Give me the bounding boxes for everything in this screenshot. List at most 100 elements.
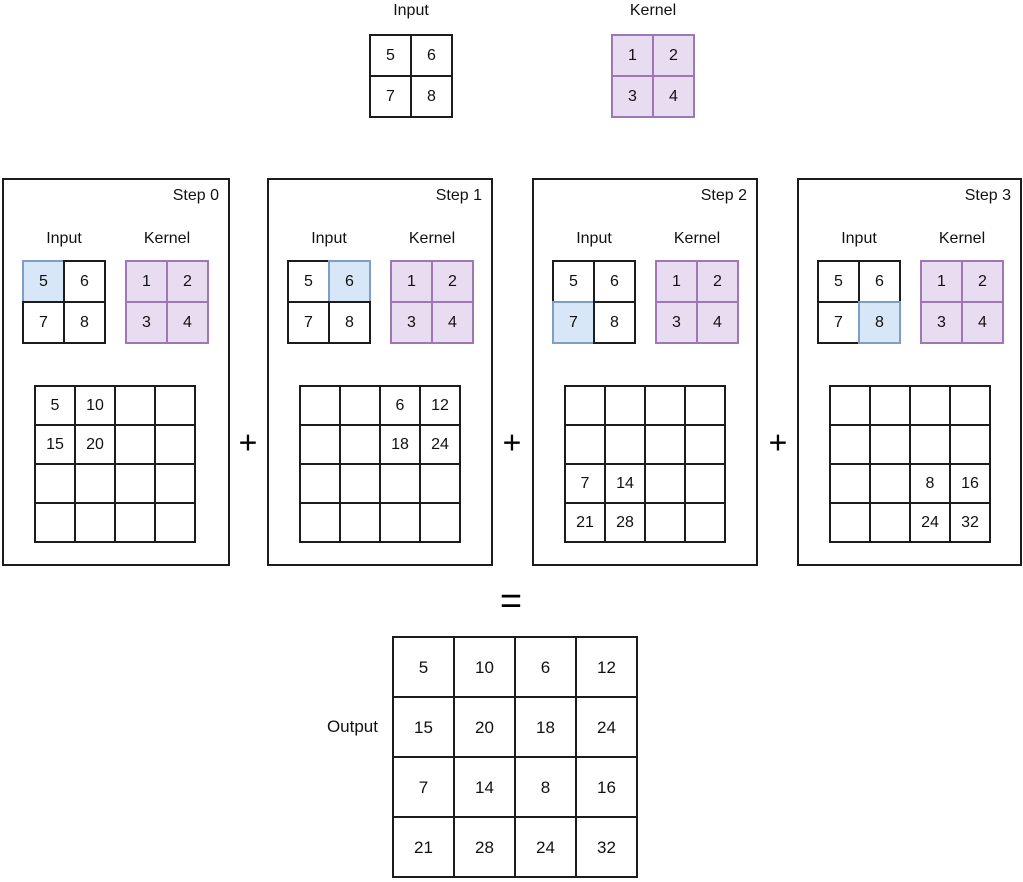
step-2-input-label: Input	[576, 230, 612, 247]
cell-r2c0	[299, 463, 341, 504]
cell-r3c3: 32	[575, 816, 638, 878]
cell-r1c0: 7	[552, 301, 595, 344]
cell-r1c3: 24	[575, 696, 638, 758]
plus-operator-3: +	[768, 424, 788, 461]
matrix-row	[299, 502, 461, 543]
cell-r3c3	[419, 502, 461, 543]
cell-r2c1	[339, 463, 381, 504]
cell-r1c1	[339, 424, 381, 465]
cell-r3c2: 24	[514, 816, 577, 878]
cell-r1c1: 8	[858, 301, 901, 344]
cell-r2c3	[154, 463, 196, 504]
cell-r1c1: 8	[410, 75, 453, 118]
cell-r3c0	[299, 502, 341, 543]
cell-r0c3: 12	[575, 636, 638, 698]
cell-r0c1: 2	[431, 260, 474, 303]
cell-r0c0: 1	[920, 260, 963, 303]
cell-r1c1: 20	[74, 424, 116, 465]
cell-r0c3: 12	[419, 385, 461, 426]
cell-r1c0: 7	[817, 301, 860, 344]
cell-r3c3: 32	[949, 502, 991, 543]
cell-r2c3	[419, 463, 461, 504]
cell-r1c1: 4	[166, 301, 209, 344]
cell-r2c2	[114, 463, 156, 504]
step-1-title: Step 1	[435, 187, 482, 204]
output-label: Output	[326, 717, 378, 736]
cell-r2c0: 7	[392, 756, 455, 818]
step-1-input-label: Input	[311, 230, 347, 247]
cell-r1c0: 15	[34, 424, 76, 465]
cell-r1c1	[604, 424, 646, 465]
cell-r0c0: 1	[655, 260, 698, 303]
cell-r1c1: 4	[431, 301, 474, 344]
cell-r3c0	[34, 502, 76, 543]
cell-r0c1: 2	[166, 260, 209, 303]
cell-r0c3	[154, 385, 196, 426]
cell-r1c2: 18	[514, 696, 577, 758]
cell-r1c0: 15	[392, 696, 455, 758]
cell-r1c0: 3	[655, 301, 698, 344]
cell-r0c0: 5	[817, 260, 860, 303]
cell-r1c0: 3	[611, 75, 654, 118]
cell-r1c1: 20	[453, 696, 516, 758]
cell-r3c2	[114, 502, 156, 543]
cell-r0c0	[829, 385, 871, 426]
cell-r1c2	[909, 424, 951, 465]
cell-r3c3	[684, 502, 726, 543]
cell-r1c1: 4	[652, 75, 695, 118]
plus-operator-1: +	[238, 424, 258, 461]
cell-r1c1: 8	[593, 301, 636, 344]
step-3-title: Step 3	[964, 187, 1011, 204]
cell-r0c1	[604, 385, 646, 426]
cell-r1c0: 3	[390, 301, 433, 344]
matrix-row	[564, 385, 726, 426]
cell-r0c0: 1	[611, 34, 654, 77]
cell-r1c1: 4	[961, 301, 1004, 344]
cell-r2c0	[34, 463, 76, 504]
cell-r3c3	[154, 502, 196, 543]
cell-r1c0	[829, 424, 871, 465]
cell-r2c0: 7	[564, 463, 606, 504]
cell-r0c0: 5	[22, 260, 65, 303]
cell-r3c1	[74, 502, 116, 543]
cell-r3c0	[829, 502, 871, 543]
cell-r1c3	[949, 424, 991, 465]
cell-r0c3	[949, 385, 991, 426]
top-kernel-label: Kernel	[629, 2, 677, 19]
cell-r2c3	[684, 463, 726, 504]
matrix-row	[564, 424, 726, 465]
cell-r3c2: 24	[909, 502, 951, 543]
cell-r0c1: 6	[858, 260, 901, 303]
cell-r3c0: 21	[564, 502, 606, 543]
cell-r3c2	[379, 502, 421, 543]
cell-r0c1: 6	[328, 260, 371, 303]
cell-r1c3: 24	[419, 424, 461, 465]
cell-r1c0: 3	[125, 301, 168, 344]
cell-r2c1	[74, 463, 116, 504]
cell-r1c3	[154, 424, 196, 465]
cell-r2c2: 8	[909, 463, 951, 504]
cell-r1c0: 7	[287, 301, 330, 344]
cell-r0c2	[909, 385, 951, 426]
